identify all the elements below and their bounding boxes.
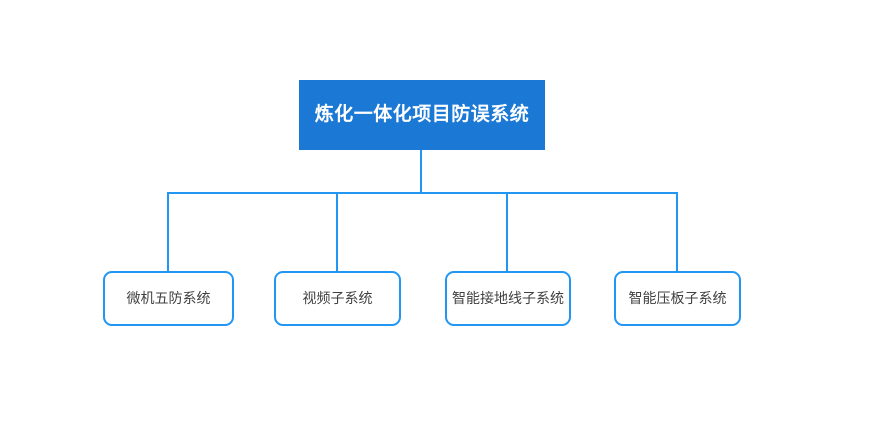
child-node-2-label: 视频子系统 — [302, 290, 373, 307]
child-node-1-label: 微机五防系统 — [126, 290, 211, 307]
child-node-4[interactable]: 智能压板子系统 — [614, 271, 741, 326]
root-node[interactable]: 炼化一体化项目防误系统 — [299, 80, 545, 150]
root-node-label: 炼化一体化项目防误系统 — [314, 103, 530, 125]
child-node-3[interactable]: 智能接地线子系统 — [445, 271, 571, 326]
child-node-4-label: 智能压板子系统 — [628, 290, 727, 307]
child-node-3-label: 智能接地线子系统 — [452, 290, 564, 307]
child-node-1[interactable]: 微机五防系统 — [103, 271, 234, 326]
child-node-2[interactable]: 视频子系统 — [274, 271, 401, 326]
